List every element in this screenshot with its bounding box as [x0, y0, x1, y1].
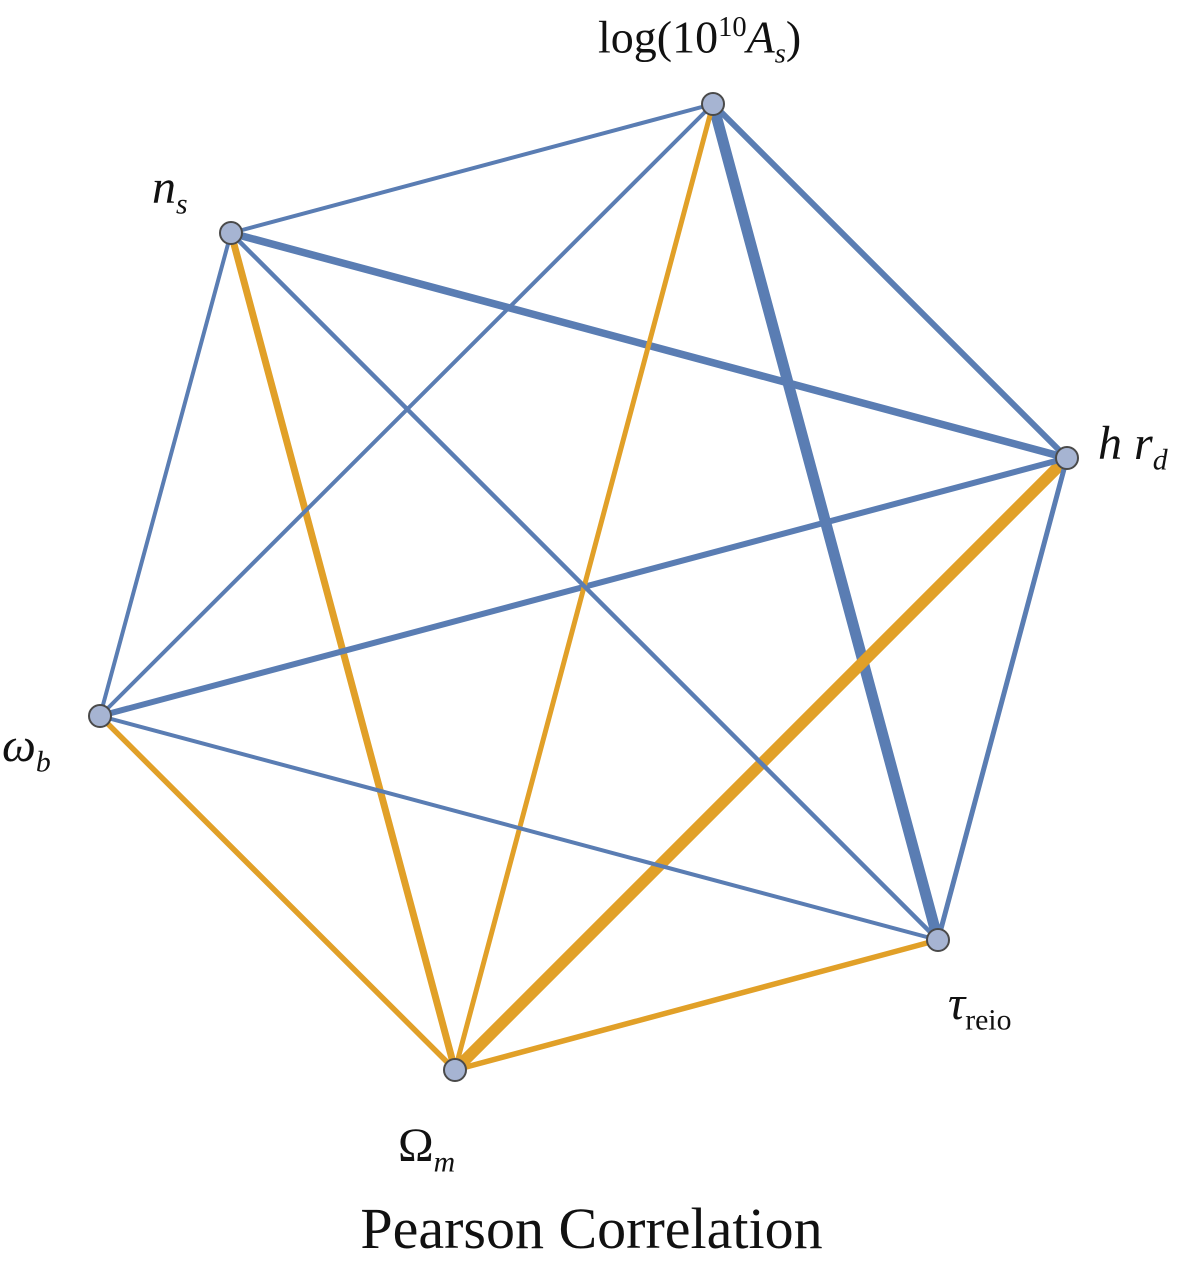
edge-ns-wb: [98, 231, 233, 718]
edge-wb-Om: [97, 713, 458, 1073]
node-ns: [219, 221, 243, 245]
edge-hrd-treio: [935, 455, 1070, 943]
node-treio: [926, 928, 950, 952]
node-label-wb: ωb: [2, 719, 51, 779]
edge-logAs-hrd: [710, 101, 1070, 461]
node-label-ns: ns: [152, 161, 188, 221]
node-wb: [88, 704, 112, 728]
node-layer: [88, 92, 1079, 1082]
node-label-hrd: h rd: [1098, 417, 1168, 477]
node-label-treio: τreio: [948, 977, 1012, 1037]
page-title: Pearson Correlation: [360, 1196, 823, 1261]
edge-wb-treio: [98, 714, 940, 942]
edge-ns-treio: [228, 230, 941, 943]
node-logAs: [701, 92, 725, 116]
edge-Om-treio: [452, 937, 941, 1073]
node-label-logAs: log(1010As): [598, 11, 802, 70]
edge-layer: [97, 98, 1073, 1076]
edge-logAs-wb: [98, 102, 715, 718]
edge-ns-logAs: [229, 102, 715, 235]
node-hrd: [1055, 446, 1079, 470]
node-label-Om: Ωm: [398, 1119, 456, 1179]
node-Om: [443, 1058, 467, 1082]
